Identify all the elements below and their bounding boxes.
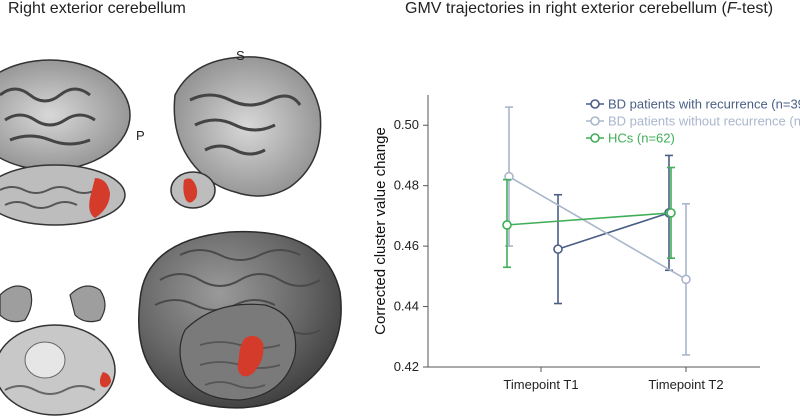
data-point — [681, 274, 691, 285]
legend-item-3: HCs (n=62) — [586, 131, 675, 146]
series-2 — [504, 106, 691, 356]
legend-item-2: BD patients without recurrence (n= — [586, 114, 800, 129]
x-axis-ticks: Timepoint T1 Timepoint T2 — [503, 367, 724, 392]
legend-marker — [590, 116, 600, 126]
superior-label: S — [236, 48, 245, 63]
chart-legend: BD patients with recurrence (n=39) BD pat… — [586, 97, 800, 146]
left-panel-title: Right exterior cerebellum — [8, 0, 186, 17]
y-axis-ticks: 0.42 0.44 0.46 0.48 0.50 — [394, 117, 428, 374]
x-tick-label: Timepoint T1 — [503, 377, 578, 392]
data-point — [553, 244, 563, 254]
y-tick-label: 0.46 — [394, 238, 419, 253]
x-tick-label: Timepoint T2 — [648, 377, 723, 392]
series-3 — [502, 166, 676, 269]
series-line — [506, 212, 672, 226]
posterior-label: P — [136, 128, 145, 143]
legend-label: BD patients without recurrence (n= — [608, 114, 800, 129]
series-line — [508, 175, 687, 281]
legend-marker — [590, 133, 600, 143]
legend-item-1: BD patients with recurrence (n=39) — [586, 97, 800, 112]
axial-slice-image — [0, 285, 116, 416]
lesion-axial — [99, 372, 111, 388]
y-tick-label: 0.42 — [394, 359, 419, 374]
sagittal-slice-image — [170, 56, 322, 209]
brain-3d-render — [138, 230, 342, 409]
series-layer — [502, 106, 691, 356]
data-point — [504, 171, 514, 182]
chart-title-main: GMV trajectories in right exterior cereb… — [405, 0, 727, 17]
y-tick-label: 0.48 — [394, 178, 419, 193]
chart-title: GMV trajectories in right exterior cereb… — [405, 0, 773, 18]
series-line — [557, 212, 670, 250]
lesion-sagittal — [183, 178, 198, 203]
data-point — [666, 208, 676, 218]
data-point — [502, 220, 512, 230]
y-axis-label: Corrected cluster value change — [372, 127, 389, 335]
chart-title-italic: F — [726, 0, 737, 17]
legend-label: BD patients with recurrence (n=39) — [608, 97, 800, 112]
chart-title-end: -test) — [736, 0, 774, 17]
coronal-slice-image — [0, 59, 131, 226]
lesion-3d — [237, 335, 264, 377]
legend-marker — [590, 99, 600, 109]
legend-label: HCs (n=62) — [608, 131, 675, 146]
series-1 — [553, 154, 674, 305]
y-tick-label: 0.50 — [394, 117, 419, 132]
brain-image-panel: S P — [0, 48, 342, 416]
lesion-coronal — [89, 178, 110, 218]
y-tick-label: 0.44 — [394, 299, 419, 314]
